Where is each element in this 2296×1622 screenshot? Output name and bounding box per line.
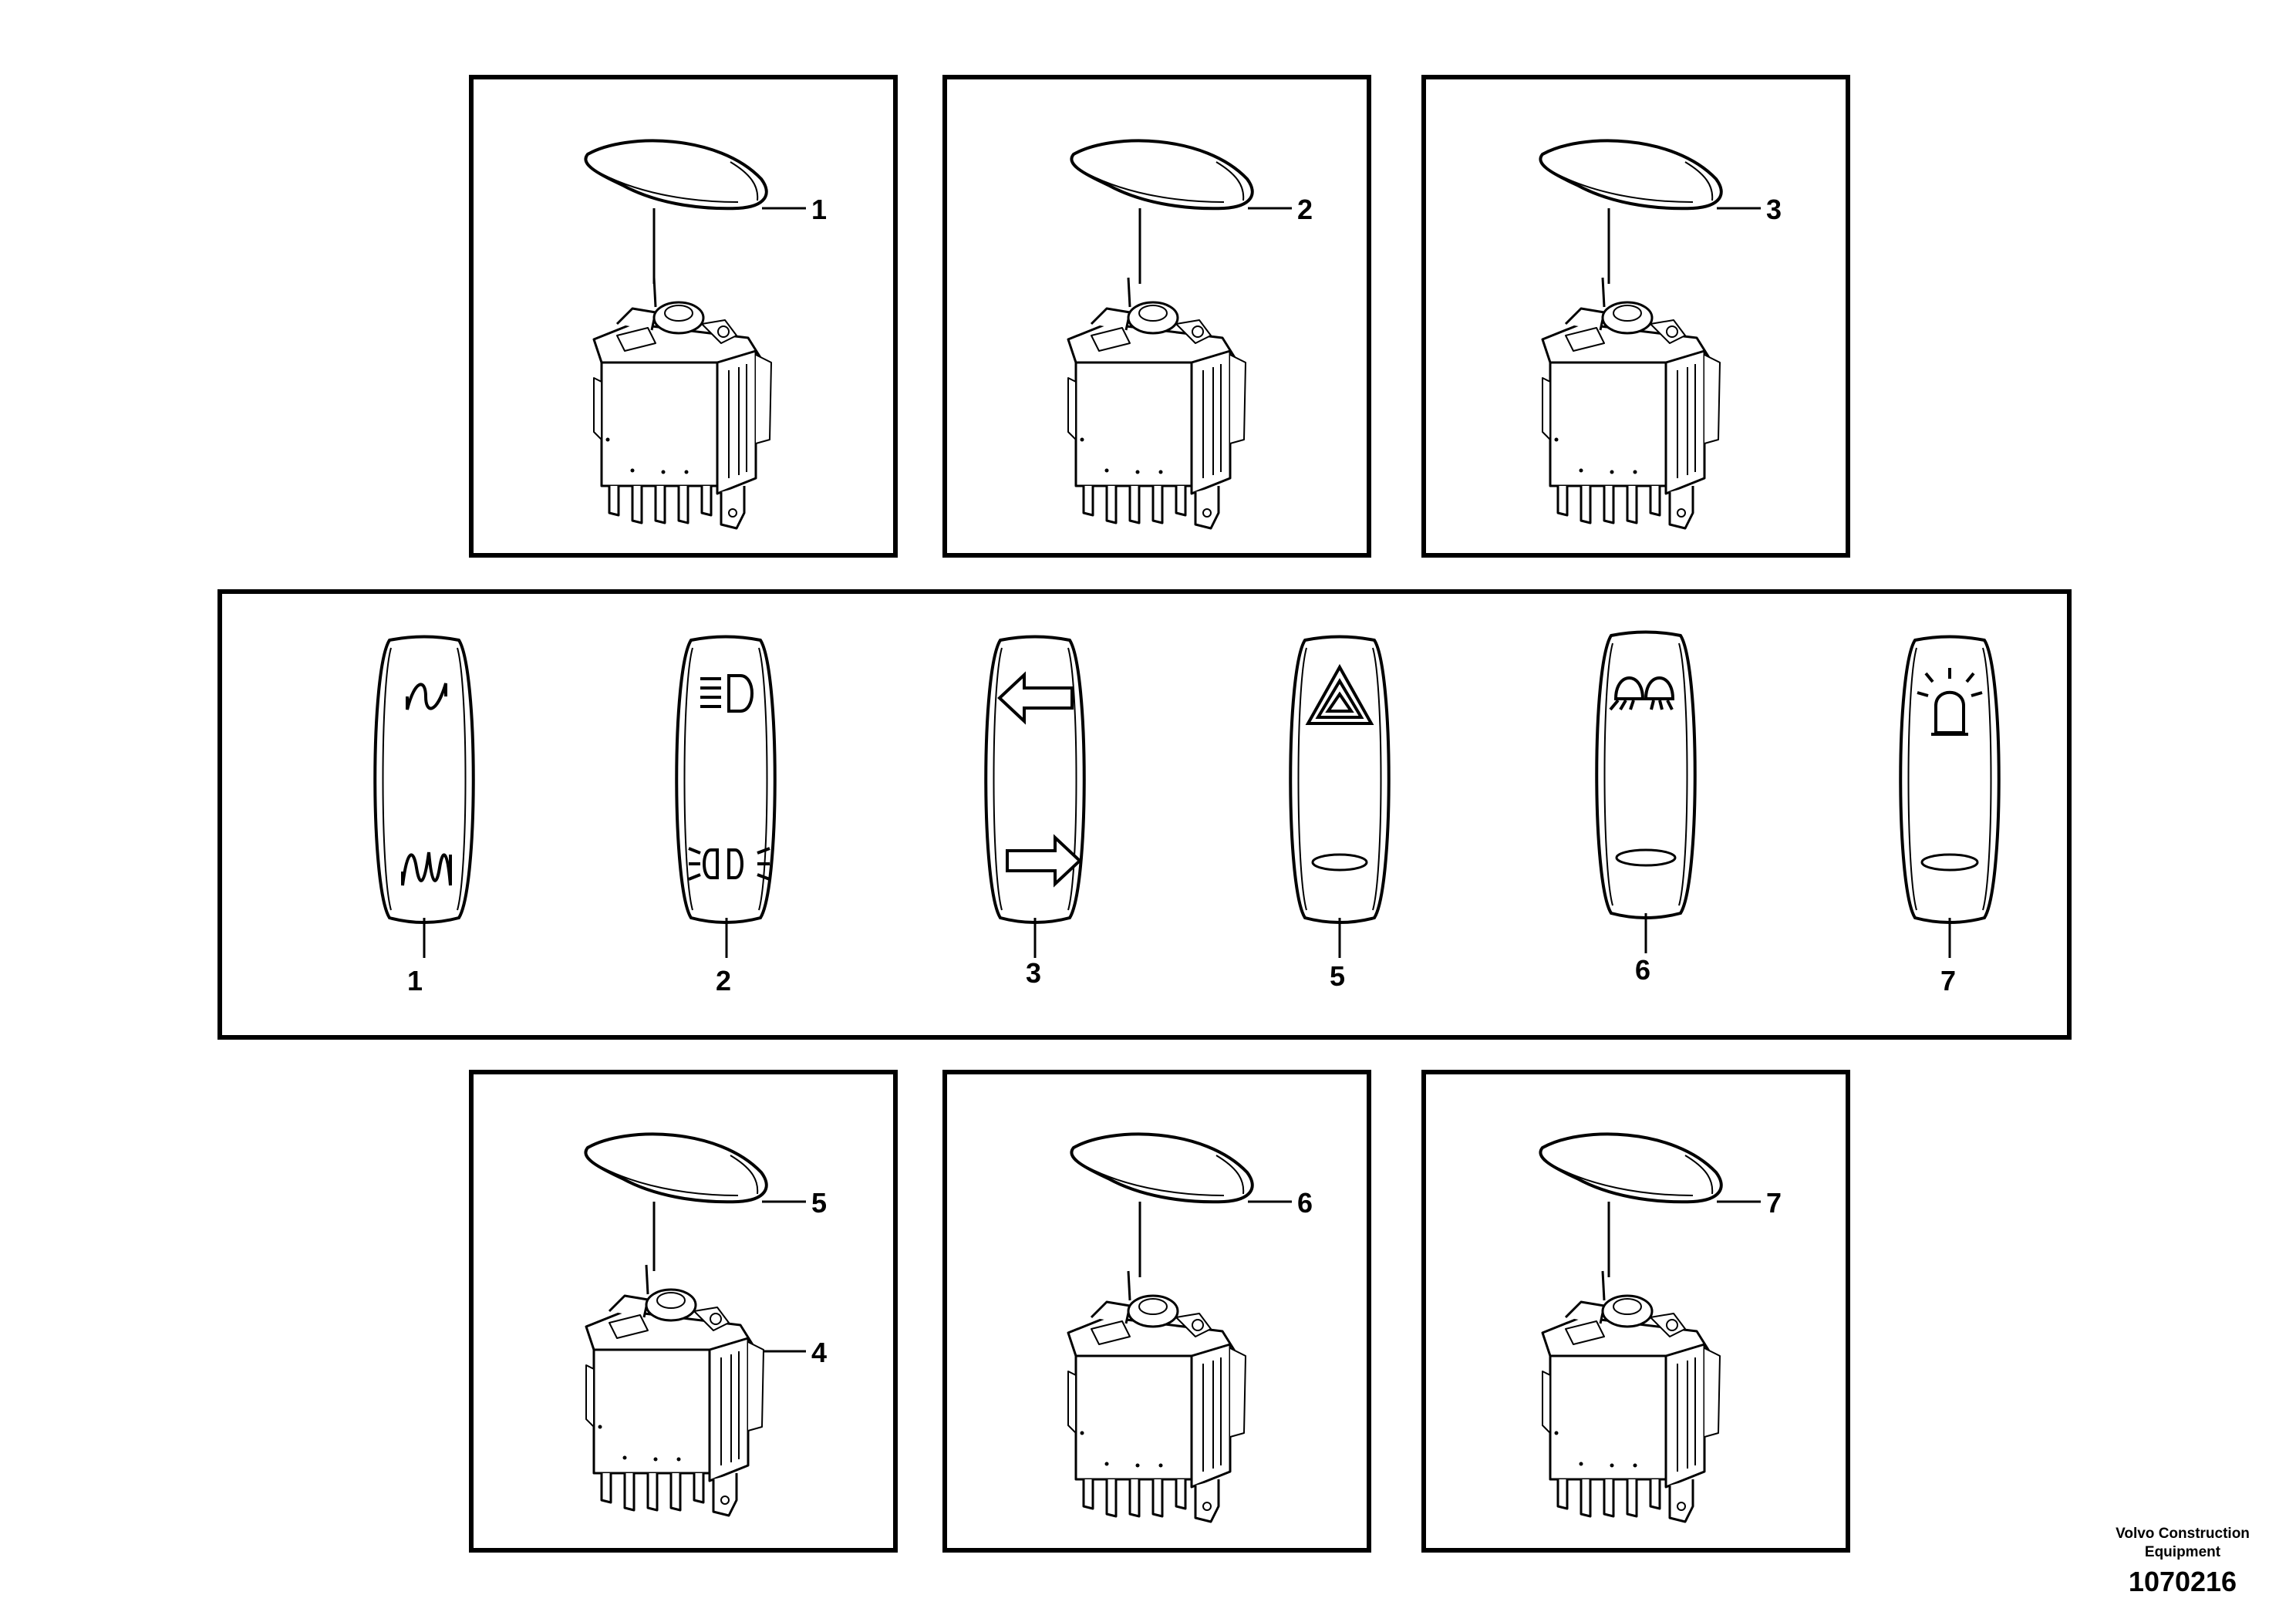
top-switch-assembly-2	[1067, 139, 1292, 530]
callout-label: 2	[716, 965, 731, 996]
callout-label: 1	[407, 965, 423, 996]
rocker-cap-1	[373, 635, 475, 958]
top-switch-assembly-3	[1539, 139, 1761, 530]
top-panel-1	[469, 75, 898, 558]
callout-label: 7	[1940, 965, 1956, 996]
double-oscillation-wave-icon	[401, 851, 452, 886]
side-light-icon	[688, 847, 770, 881]
work-lights-icon	[1609, 676, 1675, 711]
callout-label: 5	[811, 1187, 827, 1219]
callout-label: 5	[1330, 960, 1345, 992]
callout-label: 7	[1766, 1187, 1782, 1219]
rocker-cap-2	[675, 635, 777, 958]
bottom-switch-assembly-7	[1539, 1132, 1761, 1523]
bottom-panel-1	[469, 1070, 898, 1553]
rocker-cap-3	[984, 635, 1086, 958]
company-name-line-2: Equipment	[2144, 1544, 2221, 1560]
oscillation-wave-icon	[406, 683, 447, 710]
bottom-panel-2	[942, 1070, 1371, 1553]
arrow-right-icon	[1006, 834, 1082, 888]
bottom-switch-assembly-6	[1067, 1132, 1292, 1523]
indicator-lens-icon	[1920, 853, 1979, 872]
bottom-switch-assembly-5-4	[584, 1132, 806, 1517]
company-name-line-1: Volvo Construction	[2116, 1526, 2250, 1542]
indicator-lens-icon	[1615, 848, 1677, 867]
rocker-cap-6	[1595, 630, 1697, 953]
arrow-left-icon	[997, 671, 1074, 725]
bottom-panel-3	[1421, 1070, 1850, 1553]
rocker-caps-panel	[217, 589, 2072, 1040]
high-beam-headlight-icon	[700, 674, 754, 713]
callout-label: 3	[1026, 957, 1041, 989]
top-panel-2	[942, 75, 1371, 558]
callout-label: 3	[1766, 194, 1782, 225]
callout-label: 4	[811, 1337, 827, 1368]
rocker-cap-5	[1289, 635, 1391, 958]
indicator-lens-icon	[1311, 853, 1368, 872]
top-switch-assembly-1	[584, 139, 806, 530]
drawing-number: 1070216	[2128, 1566, 2237, 1597]
callout-label: 6	[1297, 1187, 1313, 1219]
rotating-beacon-icon	[1917, 668, 1983, 736]
callout-label: 1	[811, 194, 827, 225]
callout-label: 2	[1297, 194, 1313, 225]
top-panel-3	[1421, 75, 1850, 558]
callout-label: 6	[1635, 954, 1650, 986]
hazard-warning-triangle-icon	[1305, 663, 1374, 725]
rocker-cap-7	[1899, 635, 2001, 958]
